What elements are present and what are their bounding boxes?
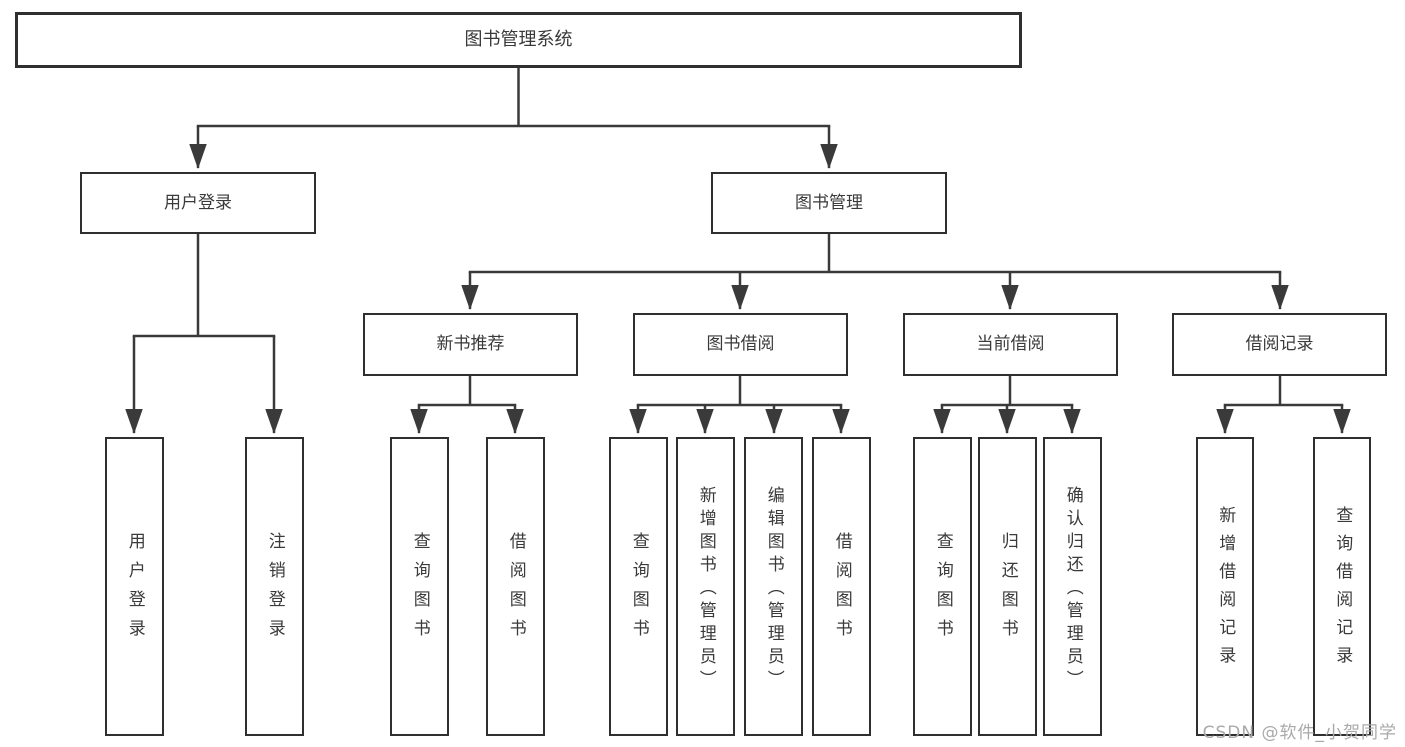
node-label: 查询图书 xyxy=(628,531,649,648)
node-label: 用户登录 xyxy=(164,192,232,213)
leaf-query-borrow-record: 查询借阅记录 xyxy=(1313,437,1371,736)
edges-user-login-children xyxy=(125,234,283,434)
node-book-borrowing: 图书借阅 xyxy=(633,313,848,376)
leaf-logout-login: 注销登录 xyxy=(245,437,304,736)
leaf-add-borrow-record: 新增借阅记录 xyxy=(1196,437,1254,736)
edges-borrow-records-children xyxy=(1216,376,1351,434)
node-label: 确认归还（管理员） xyxy=(1062,486,1083,693)
node-library-management-system: 图书管理系统 xyxy=(15,12,1022,68)
node-label: 用户登录 xyxy=(124,531,145,648)
leaf-current-query-book: 查询图书 xyxy=(913,437,972,736)
node-current-borrowing: 当前借阅 xyxy=(903,313,1118,376)
node-label: 查询图书 xyxy=(409,531,430,648)
node-label: 新增借阅记录 xyxy=(1215,505,1236,674)
node-label: 编辑图书（管理员） xyxy=(763,486,784,693)
csdn-watermark: CSDN @软件_小贺同学 xyxy=(1202,723,1397,743)
node-borrowing-records: 借阅记录 xyxy=(1172,313,1387,376)
node-user-login: 用户登录 xyxy=(80,172,316,234)
node-label: 归还图书 xyxy=(997,531,1018,648)
node-label: 借阅图书 xyxy=(505,531,526,648)
node-label: 图书借阅 xyxy=(706,334,775,355)
edges-book-management-children xyxy=(461,234,1289,310)
node-label: 图书管理 xyxy=(795,192,863,213)
node-label: 注销登录 xyxy=(264,531,285,648)
node-label: 查询借阅记录 xyxy=(1332,505,1353,674)
edges-book-borrow-children xyxy=(629,376,850,434)
leaf-user-login: 用户登录 xyxy=(105,437,164,736)
node-label: 图书管理系统 xyxy=(464,29,573,51)
node-label: 当前借阅 xyxy=(976,334,1045,355)
edges-current-borrow-children xyxy=(933,376,1081,434)
node-book-management: 图书管理 xyxy=(711,172,947,234)
edges-new-book-children xyxy=(410,376,524,434)
node-label: 新增图书（管理员） xyxy=(695,486,716,693)
node-new-book-recommendation: 新书推荐 xyxy=(363,313,578,376)
node-label: 借阅记录 xyxy=(1245,334,1314,355)
edges-root-to-level2 xyxy=(189,68,838,169)
leaf-add-book-admin: 新增图书（管理员） xyxy=(676,437,735,736)
leaf-borrow-book: 借阅图书 xyxy=(812,437,871,736)
node-label: 新书推荐 xyxy=(436,334,505,355)
leaf-borrow-query-book: 查询图书 xyxy=(609,437,668,736)
node-label: 查询图书 xyxy=(932,531,953,648)
leaf-newbook-query-book: 查询图书 xyxy=(390,437,449,736)
leaf-confirm-return-admin: 确认归还（管理员） xyxy=(1043,437,1102,736)
leaf-return-book: 归还图书 xyxy=(978,437,1037,736)
leaf-edit-book-admin: 编辑图书（管理员） xyxy=(744,437,803,736)
node-label: 借阅图书 xyxy=(831,531,852,648)
leaf-newbook-borrow-book: 借阅图书 xyxy=(486,437,545,736)
